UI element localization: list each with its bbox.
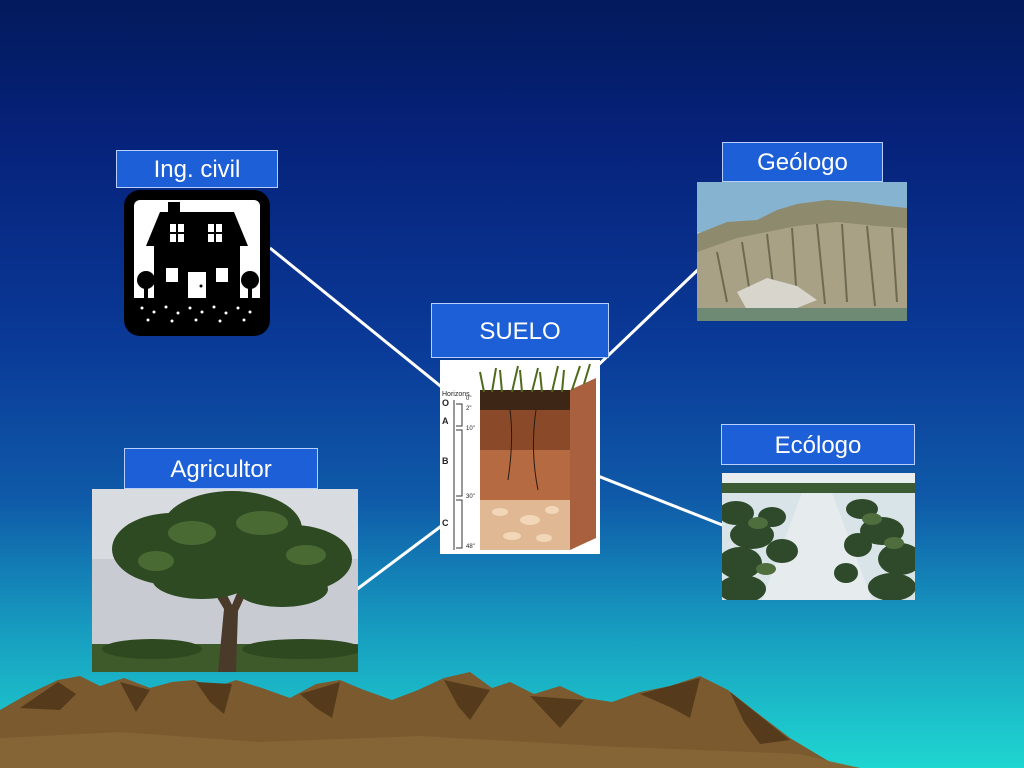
depth-10: 10": [466, 426, 475, 432]
horizon-c: C: [442, 518, 449, 528]
horizon-o: O: [442, 398, 449, 408]
horizon-a: A: [442, 416, 449, 426]
geologist-label: Geólogo: [722, 142, 883, 182]
line-civil: [269, 246, 471, 412]
depth-30: 30": [466, 494, 475, 500]
house-icon: [124, 190, 270, 336]
civil-label: Ing. civil: [116, 150, 278, 188]
crop-rows-photo: [722, 473, 915, 600]
horizons-header: Horizons: [442, 391, 470, 398]
mountain-range: [0, 672, 860, 768]
horizon-b: B: [442, 456, 449, 466]
tree-photo: [92, 489, 358, 672]
depth-0: 0": [466, 396, 471, 402]
depth-2: 2": [466, 406, 471, 412]
ecologist-label: Ecólogo: [721, 424, 915, 465]
soil-label: SUELO: [431, 303, 609, 358]
depth-48: 48": [466, 544, 475, 550]
eroded-mountain-photo: [697, 182, 907, 321]
farmer-label: Agricultor: [124, 448, 318, 489]
soil-profile-illustration: Horizons O A B C 0" 2" 10" 30" 48": [440, 360, 600, 554]
